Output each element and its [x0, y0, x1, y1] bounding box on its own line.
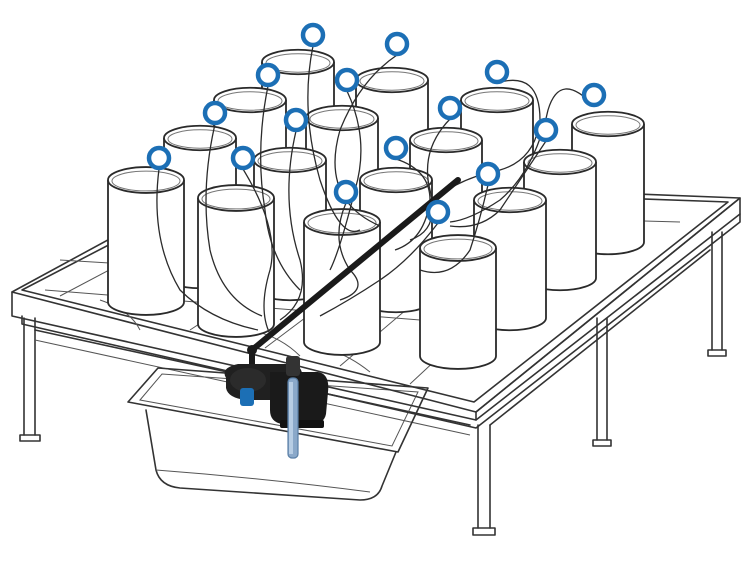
pump-outlet-coupler: [240, 388, 254, 406]
submersible-pump: [224, 356, 329, 459]
pot-rim: [571, 110, 645, 138]
pot-rim-inner: [217, 91, 283, 111]
reservoir-rim-inner: [139, 373, 419, 447]
frame-rail-right: [489, 249, 711, 426]
pot-wall: [303, 222, 381, 356]
reservoir-base-line: [155, 469, 371, 493]
emitter-ring-8: [283, 107, 309, 133]
emitter-ring-15: [333, 179, 359, 205]
leg-foot-back-right: [707, 349, 727, 357]
pot-rim-inner: [111, 170, 181, 192]
reservoir-rim: [127, 367, 429, 453]
pot-rim: [359, 166, 433, 194]
pot-15: [303, 208, 381, 356]
pump-motor: [270, 372, 329, 424]
drip-line-3: [260, 85, 301, 291]
drip-line-11: [156, 168, 259, 331]
leg-mid-right: [596, 317, 608, 441]
pot-11: [107, 166, 185, 316]
emitter-ring-11: [146, 145, 172, 171]
pot-rim-inner: [527, 153, 593, 173]
manifold-elbow: [247, 345, 257, 355]
pot-16: [419, 234, 497, 370]
pot-rim-inner: [201, 188, 271, 210]
tray-bottom-lip: [21, 213, 741, 429]
tray-side-face: [475, 197, 741, 421]
pot-group: [107, 48, 645, 370]
pot-rim-inner: [167, 129, 233, 149]
drip-line-2: [334, 54, 398, 227]
pot-rim-inner: [413, 131, 479, 151]
leg-foot-front-left: [19, 434, 41, 442]
pot-wall: [107, 180, 185, 316]
emitter-ring-6: [581, 82, 607, 108]
drip-line-10: [449, 140, 547, 228]
pump-feet: [280, 420, 324, 428]
emitter-ring-13: [383, 135, 409, 161]
emitter-ring-3: [255, 62, 281, 88]
pot-rim-inner: [423, 238, 493, 260]
emitter-ring-7: [202, 100, 228, 126]
pot-rim-inner: [464, 91, 530, 111]
pot-rim: [163, 124, 237, 152]
drip-line-16: [319, 222, 439, 317]
leg-front-right: [477, 424, 491, 529]
pot-rim-inner: [575, 115, 641, 135]
pot-rim-inner: [359, 71, 425, 91]
pot-rim: [523, 148, 597, 176]
emitter-ring-9: [437, 95, 463, 121]
pump-volute: [230, 368, 266, 392]
emitter-ring-4: [334, 67, 360, 93]
pot-rim: [261, 48, 335, 76]
emitter-ring-12: [230, 145, 256, 171]
reservoir-body: [145, 409, 397, 501]
leg-front-left: [23, 317, 36, 436]
intake-tube-highlight: [289, 382, 293, 454]
emitter-ring-14: [475, 161, 501, 187]
pot-rim: [460, 86, 534, 114]
pot-rim: [473, 186, 547, 214]
pot-rim: [419, 234, 497, 262]
emitter-group: [146, 22, 607, 225]
manifold-pipe: [249, 177, 461, 353]
drip-line-14: [419, 184, 489, 274]
drip-line-9: [409, 118, 451, 241]
drip-line-7: [205, 123, 263, 317]
pot-wall: [419, 248, 497, 370]
emitter-ring-1: [300, 22, 326, 48]
drip-line-6: [449, 88, 595, 223]
pot-rim-inner: [477, 191, 543, 211]
pot-rim-inner: [309, 109, 375, 129]
pot-rim: [409, 126, 483, 154]
leg-foot-front-right: [472, 527, 496, 536]
emitter-ring-5: [484, 59, 510, 85]
emitter-ring-2: [384, 31, 410, 57]
pot-rim: [213, 86, 287, 114]
pot-wall: [197, 198, 275, 338]
drip-line-1: [307, 45, 361, 233]
leg-foot-mid-right: [592, 439, 612, 447]
leg-back-right: [711, 231, 723, 351]
emitter-ring-16: [425, 199, 451, 225]
reservoir-tank: [127, 367, 429, 501]
emitter-ring-10: [533, 117, 559, 143]
pot-rim: [107, 166, 185, 194]
pump-cap: [286, 356, 300, 376]
drip-line-8: [279, 130, 304, 321]
drip-line-12: [242, 168, 273, 335]
